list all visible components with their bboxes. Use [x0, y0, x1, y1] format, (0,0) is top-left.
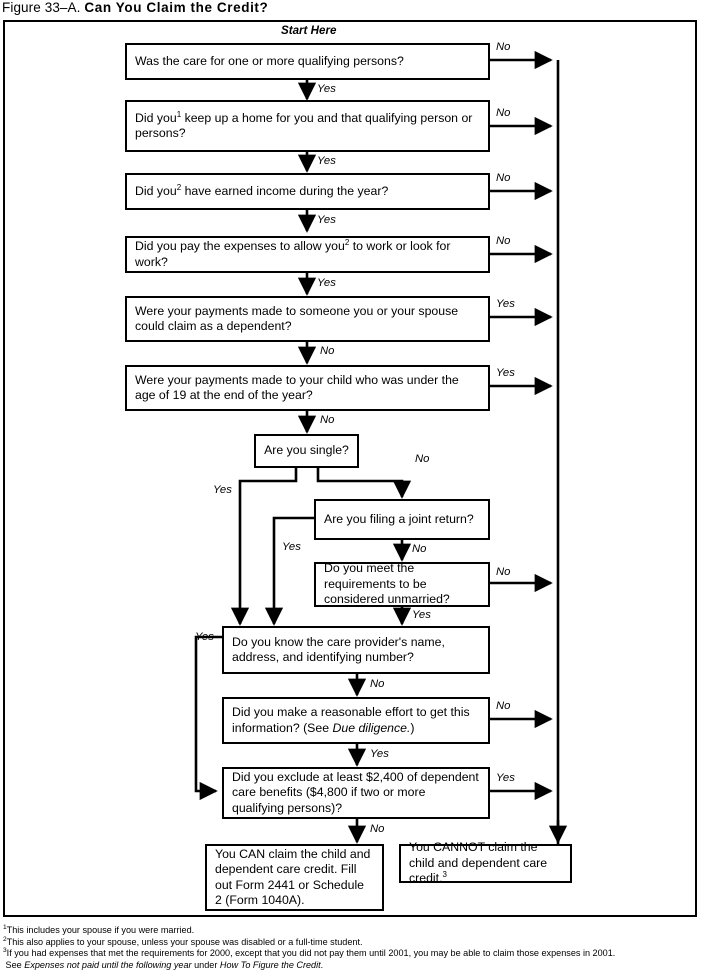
figure-number: Figure 33–A. — [2, 0, 81, 15]
diagram-border — [3, 20, 697, 917]
edge-label-q1-yes: Yes — [317, 83, 336, 95]
edge-label-q2-no: No — [496, 107, 511, 119]
page-title: Figure 33–A. Can You Claim the Credit? — [2, 0, 268, 15]
edge-label-q4-no: No — [496, 235, 511, 247]
footnote-2-text: This also applies to your spouse, unless… — [6, 936, 363, 947]
node-q8[interactable]: Are you filing a joint return? — [314, 499, 490, 540]
node-q4-text: Did you pay the expenses to allow you2 t… — [135, 237, 451, 269]
node-result-can[interactable]: You CAN claim the child and dependent ca… — [205, 844, 384, 911]
node-q6-text: Were your payments made to your child wh… — [135, 372, 459, 403]
figure-title-text: Can You Claim the Credit? — [84, 0, 269, 15]
footnote-3b-italic-1: Expenses not paid until the following ye… — [24, 959, 192, 970]
node-result-can-text: You CAN claim the child and dependent ca… — [215, 846, 371, 908]
edge-label-q2-yes: Yes — [317, 155, 336, 167]
edge-label-q10-no: No — [370, 678, 385, 690]
node-q9-text: Do you meet the requirements to be consi… — [324, 561, 450, 607]
footnotes: 1This includes your spouse if you were m… — [3, 923, 719, 972]
edge-label-q7-no: No — [415, 453, 430, 465]
edge-label-q11-no: No — [496, 700, 511, 712]
node-q10-text: Do you know the care provider's name, ad… — [232, 634, 445, 665]
node-q12-text: Did you exclude at least $2,400 of depen… — [232, 769, 479, 815]
edge-label-q5-yes: Yes — [496, 298, 515, 310]
footnote-1: 1This includes your spouse if you were m… — [3, 923, 195, 935]
start-here-label: Start Here — [281, 24, 337, 37]
edge-label-q7-yes: Yes — [213, 484, 232, 496]
edge-label-q1-no: No — [496, 41, 511, 53]
edge-label-q11-yes: Yes — [370, 748, 389, 760]
node-q2[interactable]: Did you1 keep up a home for you and that… — [125, 100, 490, 152]
node-q6[interactable]: Were your payments made to your child wh… — [125, 365, 490, 411]
node-q9[interactable]: Do you meet the requirements to be consi… — [314, 561, 490, 607]
edge-label-q5-no: No — [320, 345, 335, 357]
node-q7[interactable]: Are you single? — [254, 434, 359, 468]
edge-label-q8-yes: Yes — [282, 541, 301, 553]
node-q1[interactable]: Was the care for one or more qualifying … — [125, 43, 490, 80]
footnote-3: 3If you had expenses that met the requir… — [3, 947, 616, 959]
node-q10[interactable]: Do you know the care provider's name, ad… — [222, 626, 490, 674]
node-result-cannot[interactable]: You CANNOT claim the child and dependent… — [399, 840, 572, 885]
edge-label-q4-yes: Yes — [317, 277, 336, 289]
node-result-cannot-text: You CANNOT claim the child and dependent… — [409, 840, 548, 886]
footnote-2: 2This also applies to your spouse, unles… — [3, 935, 363, 947]
edge-label-q12-yes: Yes — [496, 772, 515, 784]
footnote-3b-mid: under — [191, 959, 220, 970]
footnote-3b-pre: See — [5, 959, 25, 970]
node-q5[interactable]: Were your payments made to someone you o… — [125, 296, 490, 342]
node-q5-text: Were your payments made to someone you o… — [135, 303, 459, 334]
node-q8-text: Are you filing a joint return? — [324, 511, 474, 526]
node-q12[interactable]: Did you exclude at least $2,400 of depen… — [222, 767, 490, 819]
edge-label-q9-yes: Yes — [412, 609, 431, 621]
edge-label-q9-no: No — [496, 566, 511, 578]
node-q1-text: Was the care for one or more qualifying … — [135, 53, 404, 68]
edge-label-q3-no: No — [496, 172, 511, 184]
edge-label-q8-no: No — [412, 543, 427, 555]
edge-label-q6-no: No — [320, 414, 335, 426]
footnote-3b-italic-2: How To Figure the Credit — [219, 959, 321, 970]
edge-label-q6-yes: Yes — [496, 367, 515, 379]
node-q4[interactable]: Did you pay the expenses to allow you2 t… — [125, 236, 490, 273]
edge-label-q12-no: No — [370, 823, 385, 835]
node-q7-text: Are you single? — [264, 443, 349, 458]
footnote-3b-end: . — [320, 959, 324, 970]
footnote-1-text: This includes your spouse if you were ma… — [6, 925, 195, 935]
node-q3-text: Did you2 have earned income during the y… — [135, 182, 389, 198]
edge-label-q3-yes: Yes — [317, 214, 336, 226]
edge-label-q10-yes: Yes — [195, 631, 214, 643]
node-q11-text: Did you make a reasonable effort to get … — [232, 705, 470, 735]
footnote-3-text: If you had expenses that met the require… — [6, 948, 616, 959]
node-q11[interactable]: Did you make a reasonable effort to get … — [222, 697, 490, 744]
footnote-3-cont: See Expenses not paid until the followin… — [3, 960, 719, 972]
node-q2-text: Did you1 keep up a home for you and that… — [135, 109, 473, 140]
node-q3[interactable]: Did you2 have earned income during the y… — [125, 173, 490, 210]
